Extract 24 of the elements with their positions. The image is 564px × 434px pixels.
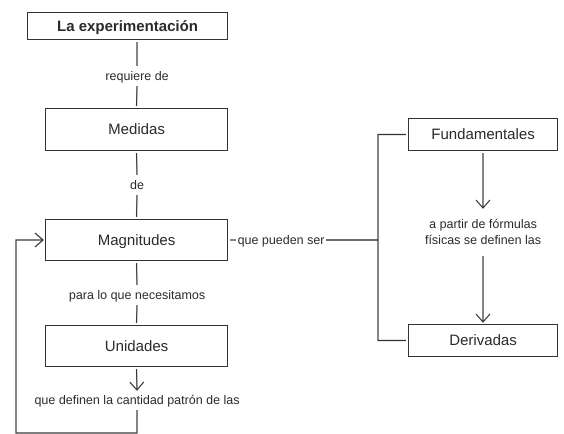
- connector-line: [136, 86, 138, 106]
- connector-line: [230, 239, 236, 241]
- arrow: [129, 368, 144, 391]
- arrow: [475, 256, 491, 323]
- concept-box: La experimentación: [27, 12, 228, 40]
- concept-box: Unidades: [45, 325, 228, 367]
- arrow: [475, 153, 491, 209]
- concept-box: Magnitudes: [45, 219, 228, 261]
- connector-line: [326, 239, 406, 342]
- linking-phrase: requiere de: [92, 68, 182, 84]
- connector-line: [136, 262, 138, 286]
- concept-box: Derivadas: [408, 324, 558, 357]
- arrow: [15, 232, 138, 434]
- linking-phrase: que definen la cantidad patrón de las: [4, 392, 270, 408]
- linking-phrase: que pueden ser: [238, 232, 324, 248]
- connector-line: [136, 194, 138, 218]
- linking-phrase: de: [117, 177, 157, 193]
- linking-phrase: a partir de fórmulas físicas se definen las: [413, 210, 553, 254]
- linking-phrase: para lo que necesitamos: [57, 287, 217, 303]
- concept-box: Fundamentales: [408, 118, 558, 151]
- connector-line: [136, 152, 138, 176]
- concept-box: Medidas: [45, 108, 228, 151]
- connector-line: [136, 42, 138, 66]
- connector-line: [136, 304, 138, 324]
